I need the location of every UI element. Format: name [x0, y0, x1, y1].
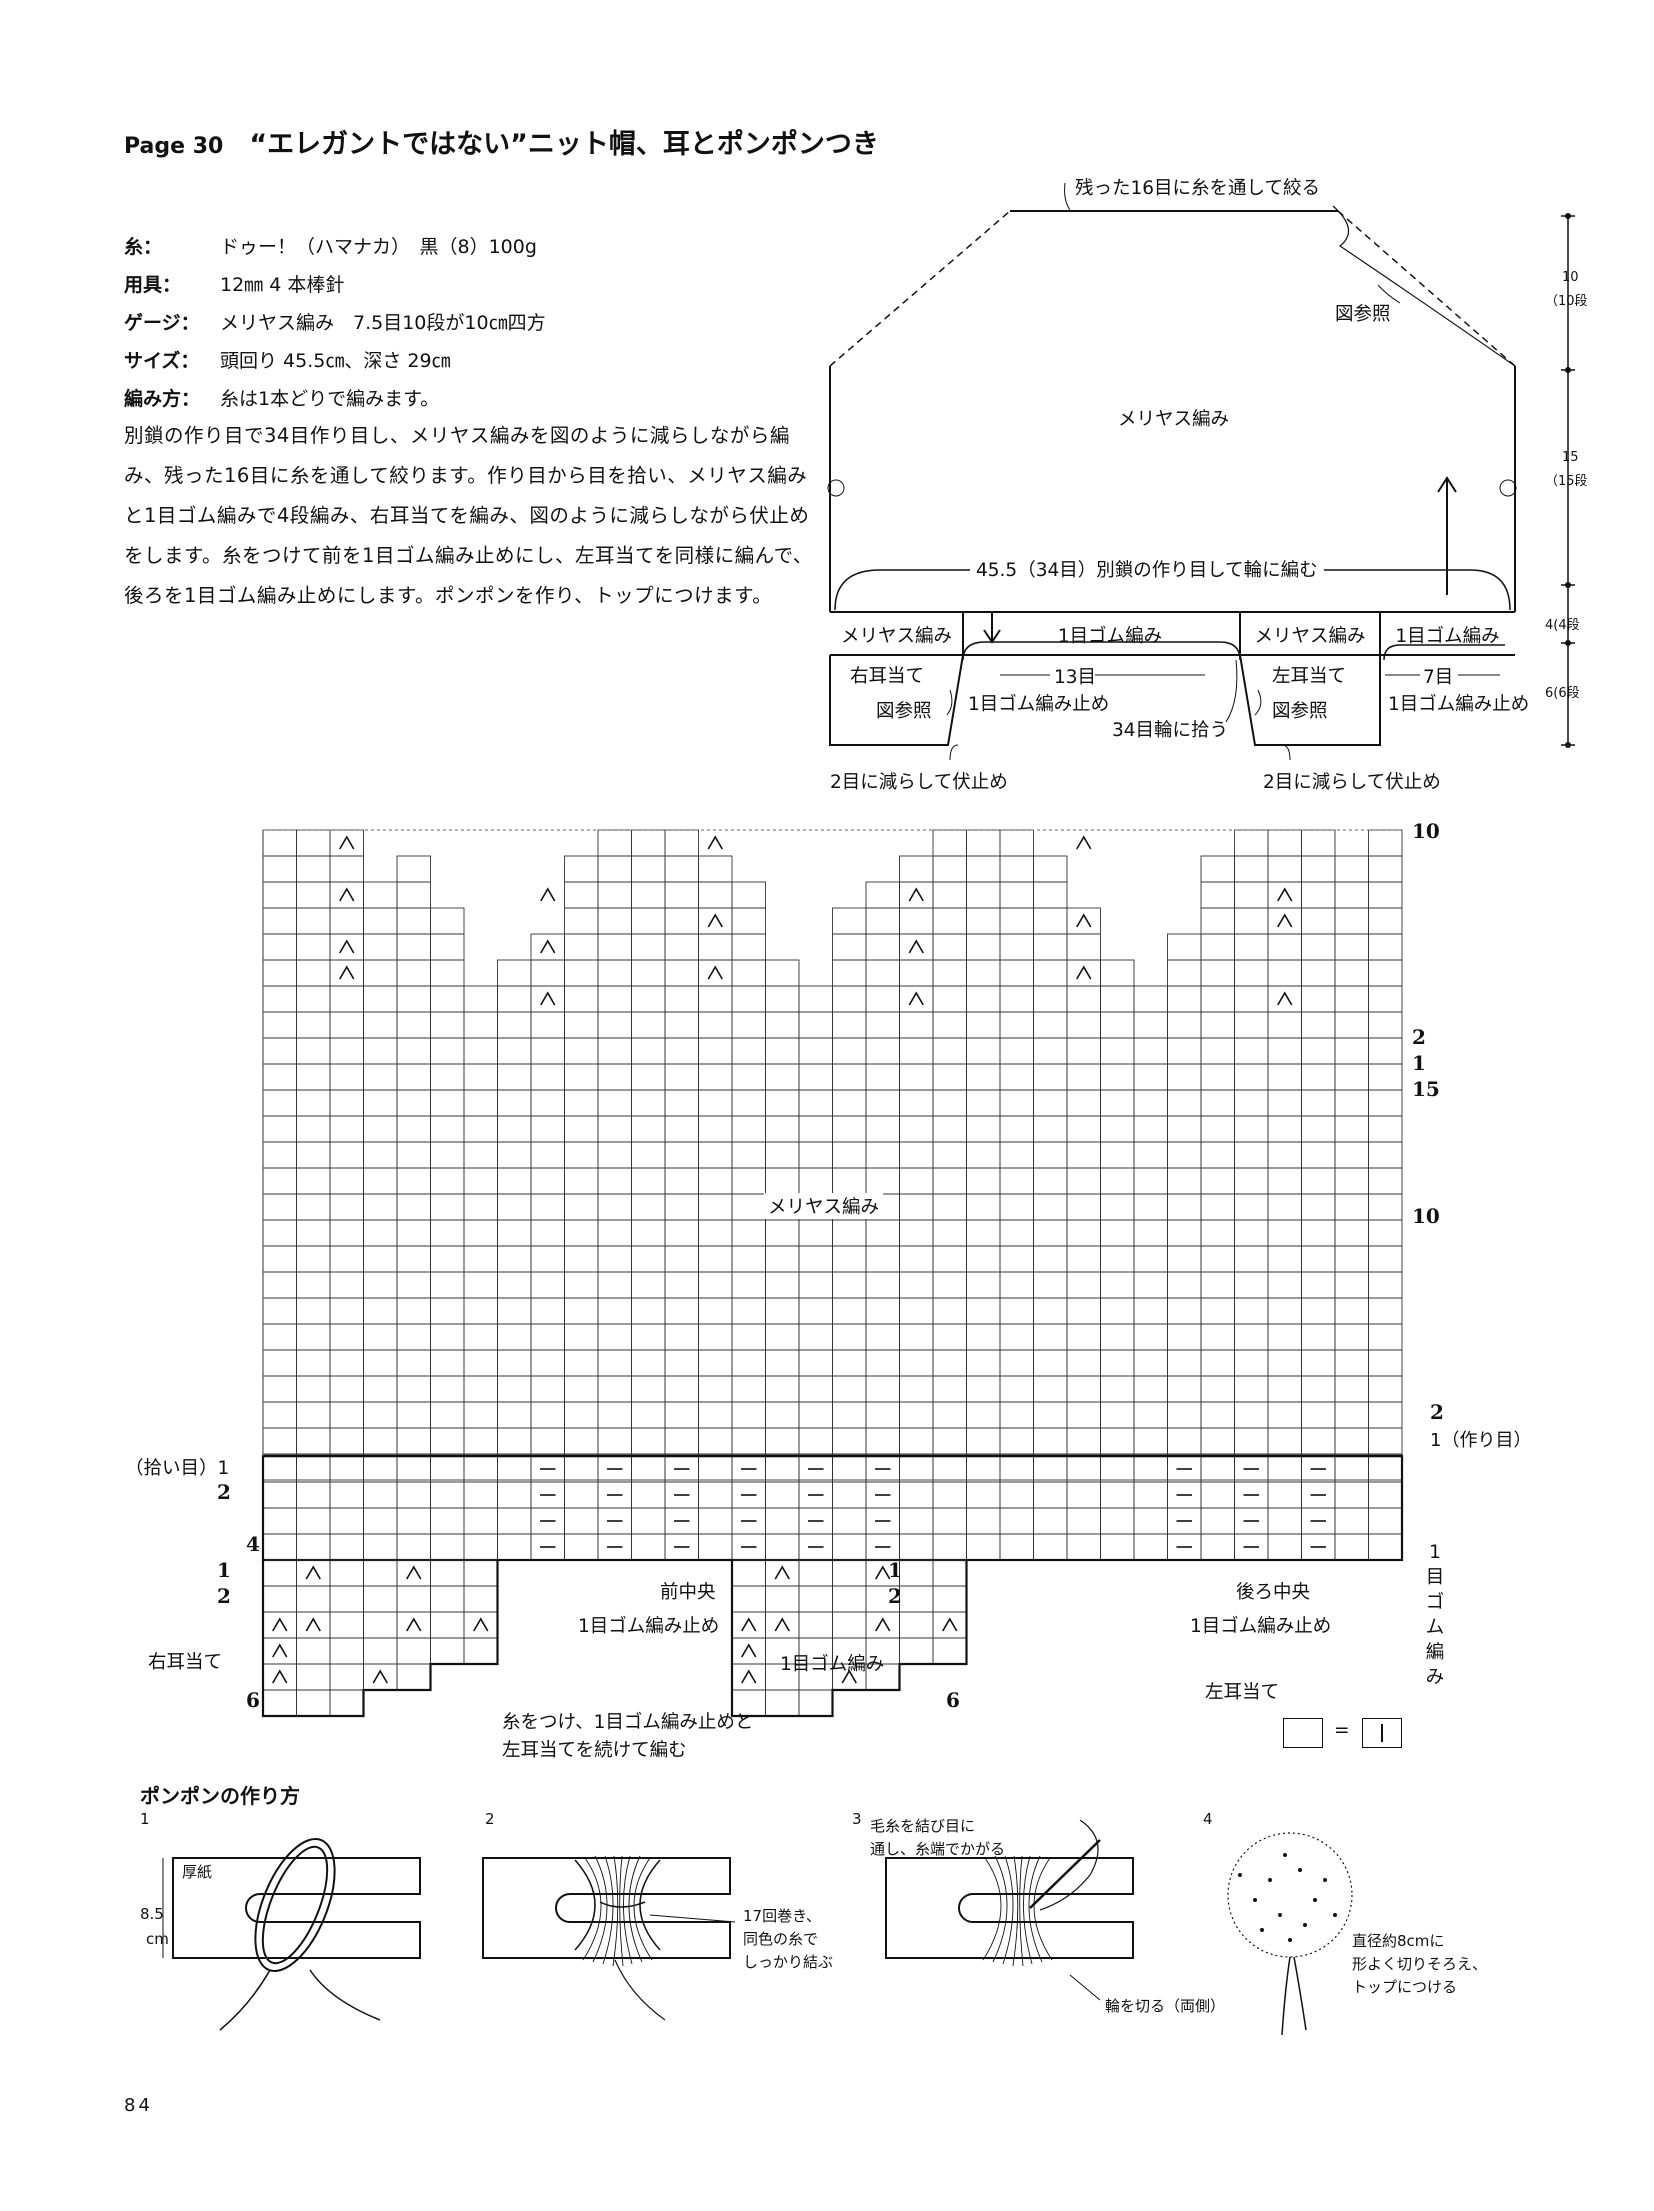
row2-left: 2	[217, 1480, 231, 1504]
ear-r-row1: 1	[217, 1558, 231, 1582]
schematic-dec-right: 2目に減らして伏止め	[830, 772, 1008, 793]
schematic-pickup: 34目輪に拾う	[1112, 720, 1229, 741]
spec-value: ドゥー！（ハマナカ） 黒（8）100g	[220, 236, 537, 258]
cardboard-label: 厚紙	[182, 1863, 213, 1881]
schematic-front-bindoff: 1目ゴム編み止め	[968, 694, 1110, 715]
wrap-note-3: しっかり結ぶ	[743, 1953, 834, 1971]
ear-l-row1: 1	[888, 1558, 902, 1582]
spec-method: 編み方： 糸は1本どりで編みます。	[124, 384, 439, 411]
schematic-cast-on: 45.5（34目）別鎖の作り目して輪に編む	[970, 556, 1324, 582]
schematic-see-fig-left: 図参照	[1272, 701, 1328, 722]
ear-r-row6: 6	[246, 1688, 260, 1712]
wrap-note-2: 同色の糸で	[743, 1930, 819, 1948]
ear-r-row2: 2	[217, 1584, 231, 1608]
row4-left: 4	[246, 1532, 260, 1556]
row-label-10b: 10	[1412, 1204, 1440, 1228]
rib-label: 1目ゴム編み	[780, 1654, 885, 1675]
height-value: 8.5	[140, 1905, 164, 1923]
page-number: 84	[124, 2095, 153, 2116]
schematic-top-note: 残った16目に糸を通して絞る	[1075, 178, 1320, 199]
rib-vertical-label: 1目ゴム編み	[1425, 1542, 1445, 1688]
spec-value: 頭回り 45.5㎝、深さ 29㎝	[220, 350, 451, 372]
spec-yarn: 糸： ドゥー！（ハマナカ） 黒（8）100g	[124, 232, 537, 259]
dim-crown-rows: （10段	[1545, 294, 1588, 309]
schematic-right-ear: 右耳当て	[850, 666, 925, 687]
step2-number: 2	[485, 1810, 495, 1828]
schematic-left-ear: 左耳当て	[1272, 666, 1347, 687]
hat-schematic	[827, 182, 1575, 761]
spec-tools: 用具： 12㎜ 4 本棒針	[124, 270, 344, 297]
spec-value: 糸は1本どりで編みます。	[220, 388, 440, 410]
row-label-10: 10	[1412, 819, 1440, 843]
dim-body-cm: 15	[1562, 450, 1579, 465]
page-title: Page 30 “エレガントではない”ニット帽、耳とポンポンつき	[124, 122, 879, 161]
bindoff-front-label: 1目ゴム編み止め	[578, 1616, 720, 1637]
spec-size: サイズ： 頭回り 45.5㎝、深さ 29㎝	[124, 346, 451, 373]
title-text: “エレガントではない”ニット帽、耳とポンポンつき	[249, 129, 879, 160]
pickup-row-label: （拾い目）1	[125, 1458, 230, 1479]
pompom-illustrations	[162, 1820, 1353, 2036]
spec-value: メリヤス編み 7.5目10段が10㎝四方	[220, 312, 546, 334]
schematic-band-1: メリヤス編み	[840, 626, 952, 647]
height-unit: cm	[146, 1930, 169, 1948]
schematic-back-bindoff: 1目ゴム編み止め	[1388, 694, 1530, 715]
chart-stockinette-label: メリヤス編み	[764, 1193, 884, 1219]
row-label-2b: 2	[1430, 1400, 1444, 1424]
instructions-text: 別鎖の作り目で34目作り目し、メリヤス編みを図のように減らしながら編み、残った1…	[124, 424, 813, 607]
bindoff-back-label: 1目ゴム編み止め	[1190, 1616, 1332, 1637]
schematic-band-3: メリヤス編み	[1254, 626, 1366, 647]
schematic-band-4: 1目ゴム編み	[1395, 626, 1500, 647]
knitting-chart	[261, 829, 1404, 1718]
front-center-label: 前中央	[660, 1582, 716, 1603]
dim-ear: 6(6段	[1545, 686, 1580, 701]
spec-label: 編み方：	[124, 388, 201, 410]
attach-note-1: 糸をつけ、1目ゴム編み止めと	[502, 1712, 754, 1733]
schematic-front-count: 13目	[1054, 667, 1097, 688]
schematic-see-fig: 図参照	[1335, 304, 1391, 325]
step3-number: 3	[852, 1810, 862, 1828]
cut-note: 輪を切る（両側）	[1105, 1997, 1226, 2015]
wrap-note-1: 17回巻き、	[743, 1907, 822, 1925]
spec-label: ゲージ：	[124, 312, 200, 334]
step1-number: 1	[140, 1810, 150, 1828]
dim-crown-cm: 10	[1562, 270, 1579, 285]
attach-note-2: 左耳当てを続けて編む	[502, 1740, 687, 1761]
schematic-back-count: 7目	[1423, 667, 1454, 688]
dim-band: 4(4段	[1545, 618, 1580, 633]
schematic-see-fig-right: 図参照	[876, 701, 932, 722]
step4-number: 4	[1203, 1810, 1213, 1828]
ear-l-row2: 2	[888, 1584, 902, 1608]
spec-value: 12㎜ 4 本棒針	[220, 274, 345, 296]
legend-blank-cell	[1283, 1718, 1323, 1748]
finish-note-1: 直径約8cmに	[1352, 1932, 1445, 1950]
left-ear-label: 左耳当て	[1205, 1682, 1280, 1703]
step3-note-2: 通し、糸端でかがる	[870, 1840, 1006, 1858]
row-label-1: 1	[1412, 1051, 1426, 1075]
legend-knit-cell	[1362, 1718, 1402, 1748]
pompom-heading: ポンポンの作り方	[140, 1784, 300, 1808]
spec-label: 糸：	[124, 236, 163, 258]
legend-equals: =	[1334, 1720, 1350, 1741]
finish-note-3: トップにつける	[1352, 1978, 1458, 1996]
row-label-2: 2	[1412, 1025, 1426, 1049]
spec-label: サイズ：	[124, 350, 200, 372]
finish-note-2: 形よく切りそろえ、	[1352, 1955, 1488, 1973]
schematic-band-2: 1目ゴム編み	[1057, 626, 1163, 647]
spec-gauge: ゲージ： メリヤス編み 7.5目10段が10㎝四方	[124, 308, 546, 335]
ear-l-row6: 6	[946, 1688, 960, 1712]
spec-label: 用具：	[124, 274, 182, 296]
row-label-1-cast-on: 1（作り目）	[1430, 1430, 1532, 1451]
row-label-15: 15	[1412, 1077, 1440, 1101]
dim-body-rows: （15段	[1545, 474, 1588, 489]
right-ear-label: 右耳当て	[148, 1652, 223, 1673]
back-center-label: 後ろ中央	[1236, 1582, 1311, 1603]
page-label: Page 30	[124, 134, 224, 159]
schematic-dec-left: 2目に減らして伏止め	[1263, 772, 1441, 793]
step3-note-1: 毛糸を結び目に	[870, 1817, 976, 1835]
schematic-stockinette: メリヤス編み	[1118, 409, 1230, 430]
